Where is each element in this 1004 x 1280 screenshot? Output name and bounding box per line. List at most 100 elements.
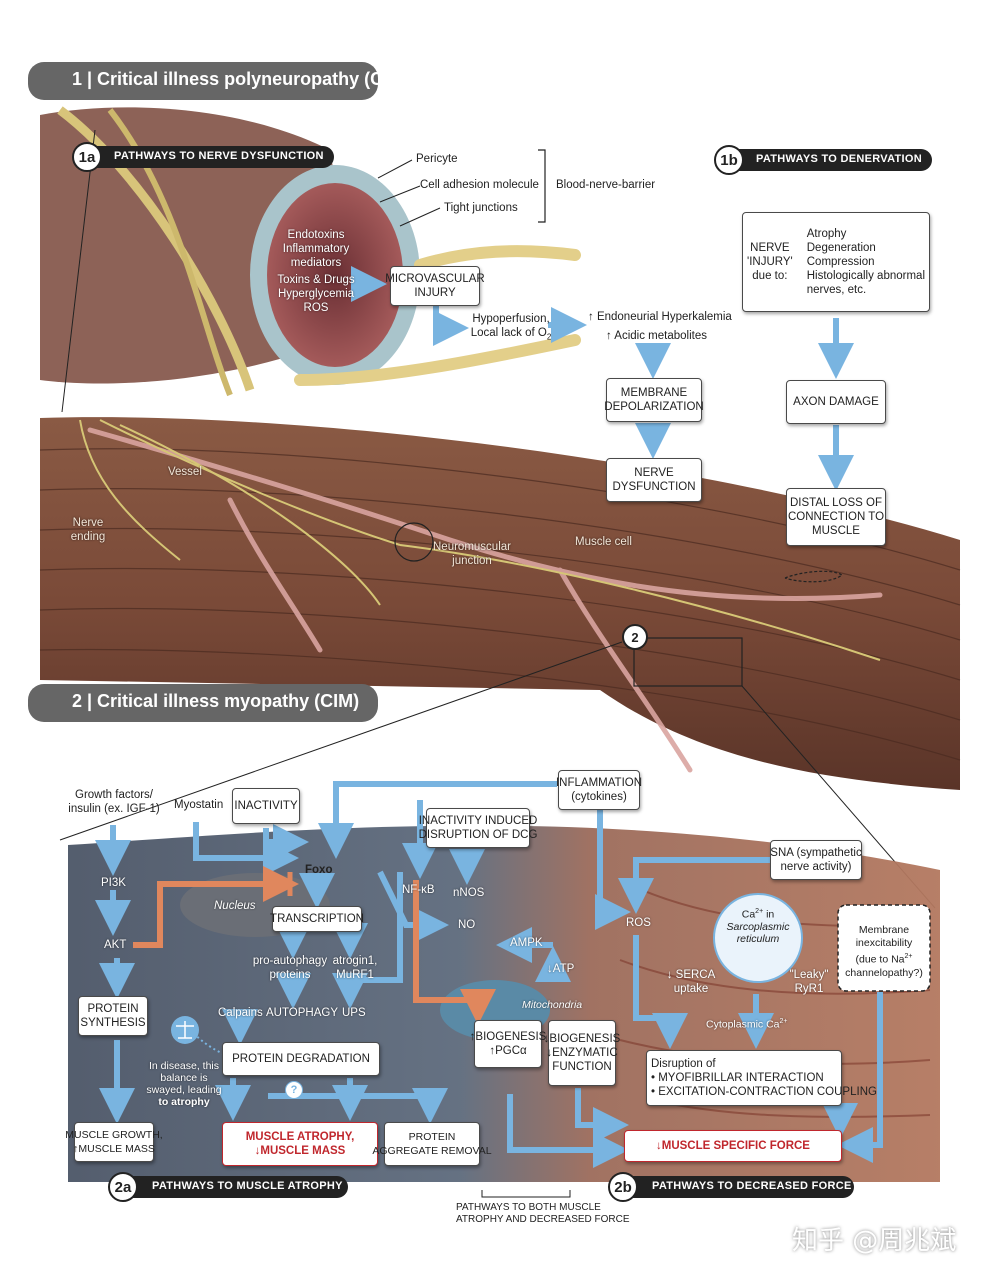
growth-l1: Growth factors/ [75,789,153,801]
atrophy-l2: ↓MUSCLE MASS [254,1145,346,1157]
acidic-metabolites: ↑ Acidic metabolites [606,330,707,342]
callout-2: 2 [622,624,648,650]
dcg-box: INACTIVITY INDUCED DISRUPTION OF DCG [419,808,537,848]
pathway-1b-title: PATHWAYS TO DENERVATION [720,149,932,171]
inactivity-label: INACTIVITY [234,800,298,812]
cim-header: 2 | Critical illness myopathy (CIM) [28,684,378,722]
lack-o2: Local lack of O [470,327,547,339]
insult-inflammatory: Inflammatory [282,243,350,255]
nucleus-label: Nucleus [214,900,256,912]
balance-l1: In disease, this [148,1060,220,1072]
serca: ↓ SERCA uptake [666,968,716,996]
ampk: AMPK [510,937,543,949]
cyto-ca: Cytoplasmic Ca2+ [706,1015,788,1032]
autophagy: AUTOPHAGY [266,1007,338,1019]
balance-l3: swayed, leading [146,1084,222,1096]
ca-sr-l1: Ca2+ in [720,906,796,921]
serca-l1: ↓ SERCA [666,969,716,981]
leaky-l1: "Leaky" [789,969,829,981]
hypoperfusion-line1: Hypoperfusion, [472,313,550,325]
myostatin: Myostatin [174,799,224,811]
nerve-dysfunction-box: NERVE DYSFUNCTION [606,458,702,502]
sr-circle [713,893,803,983]
aggregate-l1: PROTEIN [408,1131,456,1143]
ca-sr-l3: reticulum [736,932,780,945]
insult-mediators: mediators [290,257,342,269]
inex-l4: channelopathy?) [845,966,923,979]
pathway-1a-number: 1a [72,142,102,172]
nmj-l1: Neuromuscular [433,541,511,553]
hypoperfusion-text: Hypoperfusion, Local lack of O2 [466,312,556,344]
nerve-ending-l1: Nerve [72,517,104,529]
cyto-ca-text: Cytoplasmic Ca [706,1018,780,1031]
inex-na: (due to Na [855,953,905,966]
cause-histological: Histologically abnormal [806,270,925,282]
nnos: nNOS [453,887,485,899]
membrane-inexcitability: Membrane inexcitability (due to Na2+ cha… [840,924,928,980]
inex-l2: inexcitability [855,937,913,949]
sna-box: SNA (sympathetic nerve activity) [770,840,862,880]
pathway-2b-number: 2b [608,1172,638,1202]
inactivity-box: INACTIVITY [232,788,300,824]
o2-subscript: 2 [546,332,552,342]
serca-l2: uptake [673,983,709,995]
question-mark-icon: ? [285,1081,303,1099]
specific-force-label: ↓MUSCLE SPECIFIC FORCE [656,1140,810,1152]
muscle-growth-box: MUSCLE GROWTH, ↑MUSCLE MASS [65,1122,163,1162]
membrane-depolarization-box: MEMBRANE DEPOLARIZATION [604,378,704,422]
label-blood-nerve-barrier: Blood-nerve-barrier [556,179,656,191]
label-tight-junctions: Tight junctions [444,202,518,214]
leaky-l2: RyR1 [794,983,824,995]
nerve-injury-box: NERVE 'INJURY' due to: Atrophy Degenerat… [742,212,930,312]
nerve-injury-l3: due to: [752,270,788,282]
pro-autophagy-l2: proteins [269,969,311,981]
nerve-injury-label: NERVE 'INJURY' due to: [747,241,793,283]
disruption-box: Disruption of • MYOFIBRILLAR INTERACTION… [646,1050,877,1106]
nerve-dys-line1: NERVE [634,467,674,479]
aggregate-removal-box: PROTEIN AGGREGATE REMOVAL [372,1122,492,1166]
ups: UPS [342,1007,366,1019]
disruption-l2: • MYOFIBRILLAR INTERACTION [651,1072,824,1084]
atrophy-l1: MUSCLE ATROPHY, [245,1131,355,1143]
injury-causes: Atrophy Degeneration Compression Histolo… [807,227,925,297]
watermark: 知乎 @周兆斌 [792,1226,957,1256]
inflammation-l2: (cytokines) [571,791,627,803]
both-l2: ATROPHY AND DECREASED FORCE [456,1214,630,1225]
leaky-ryr1: "Leaky" RyR1 [784,968,834,996]
atrogin: atrogin1, MuRF1 [330,954,380,982]
biogenesis-up-l1: ↑BIOGENESIS [469,1031,547,1043]
protein-degradation-box: PROTEIN DEGRADATION [222,1042,380,1076]
inex-l1: Membrane [858,924,910,936]
inex-sup: 2+ [904,953,913,960]
biogenesis-down-l1: ↓BIOGENESIS [543,1033,621,1045]
distal-loss-l1: DISTAL LOSS OF [789,497,883,509]
inex-l3: (due to Na2+ [840,950,928,967]
pathway-1b-number: 1b [714,145,744,175]
pathway-2b-title: PATHWAYS TO DECREASED FORCE [616,1176,854,1198]
sna-l2: nerve activity) [780,861,852,873]
ca-sr-l2: Sarcoplasmic [726,920,790,933]
insult-ros: ROS [303,302,329,314]
both-l1: PATHWAYS TO BOTH MUSCLE [456,1202,601,1213]
pathway-1a-title: PATHWAYS TO NERVE DYSFUNCTION [78,146,334,168]
atrogin-l1: atrogin1, [332,955,378,967]
protein-synthesis-l2: SYNTHESIS [80,1017,146,1029]
microvascular-line2: INJURY [414,287,456,299]
ca-superscript: 2+ [755,908,764,915]
atrogin-l2: MuRF1 [336,969,374,981]
nerve-ending-l2: ending [70,531,106,543]
aggregate-l2: AGGREGATE REMOVAL [372,1145,492,1157]
cause-compression: Compression [806,256,875,268]
balance-l2: balance is [160,1072,208,1084]
cause-degeneration: Degeneration [806,242,876,254]
pathway-2a-title: PATHWAYS TO MUSCLE ATROPHY [116,1176,348,1198]
mitochondria-label: Mitochondria [522,999,583,1011]
distal-loss-l3: MUSCLE [812,525,860,537]
no: NO [458,919,476,931]
cause-nerves-etc: nerves, etc. [806,284,867,296]
both-pathways: PATHWAYS TO BOTH MUSCLE ATROPHY AND DECR… [456,1202,630,1226]
protein-degradation-label: PROTEIN DEGRADATION [232,1053,370,1065]
nerve-injury-l1: NERVE [750,242,790,254]
muscle-growth-l2: ↑MUSCLE MASS [73,1143,155,1155]
distal-loss-box: DISTAL LOSS OF CONNECTION TO MUSCLE [786,488,886,546]
